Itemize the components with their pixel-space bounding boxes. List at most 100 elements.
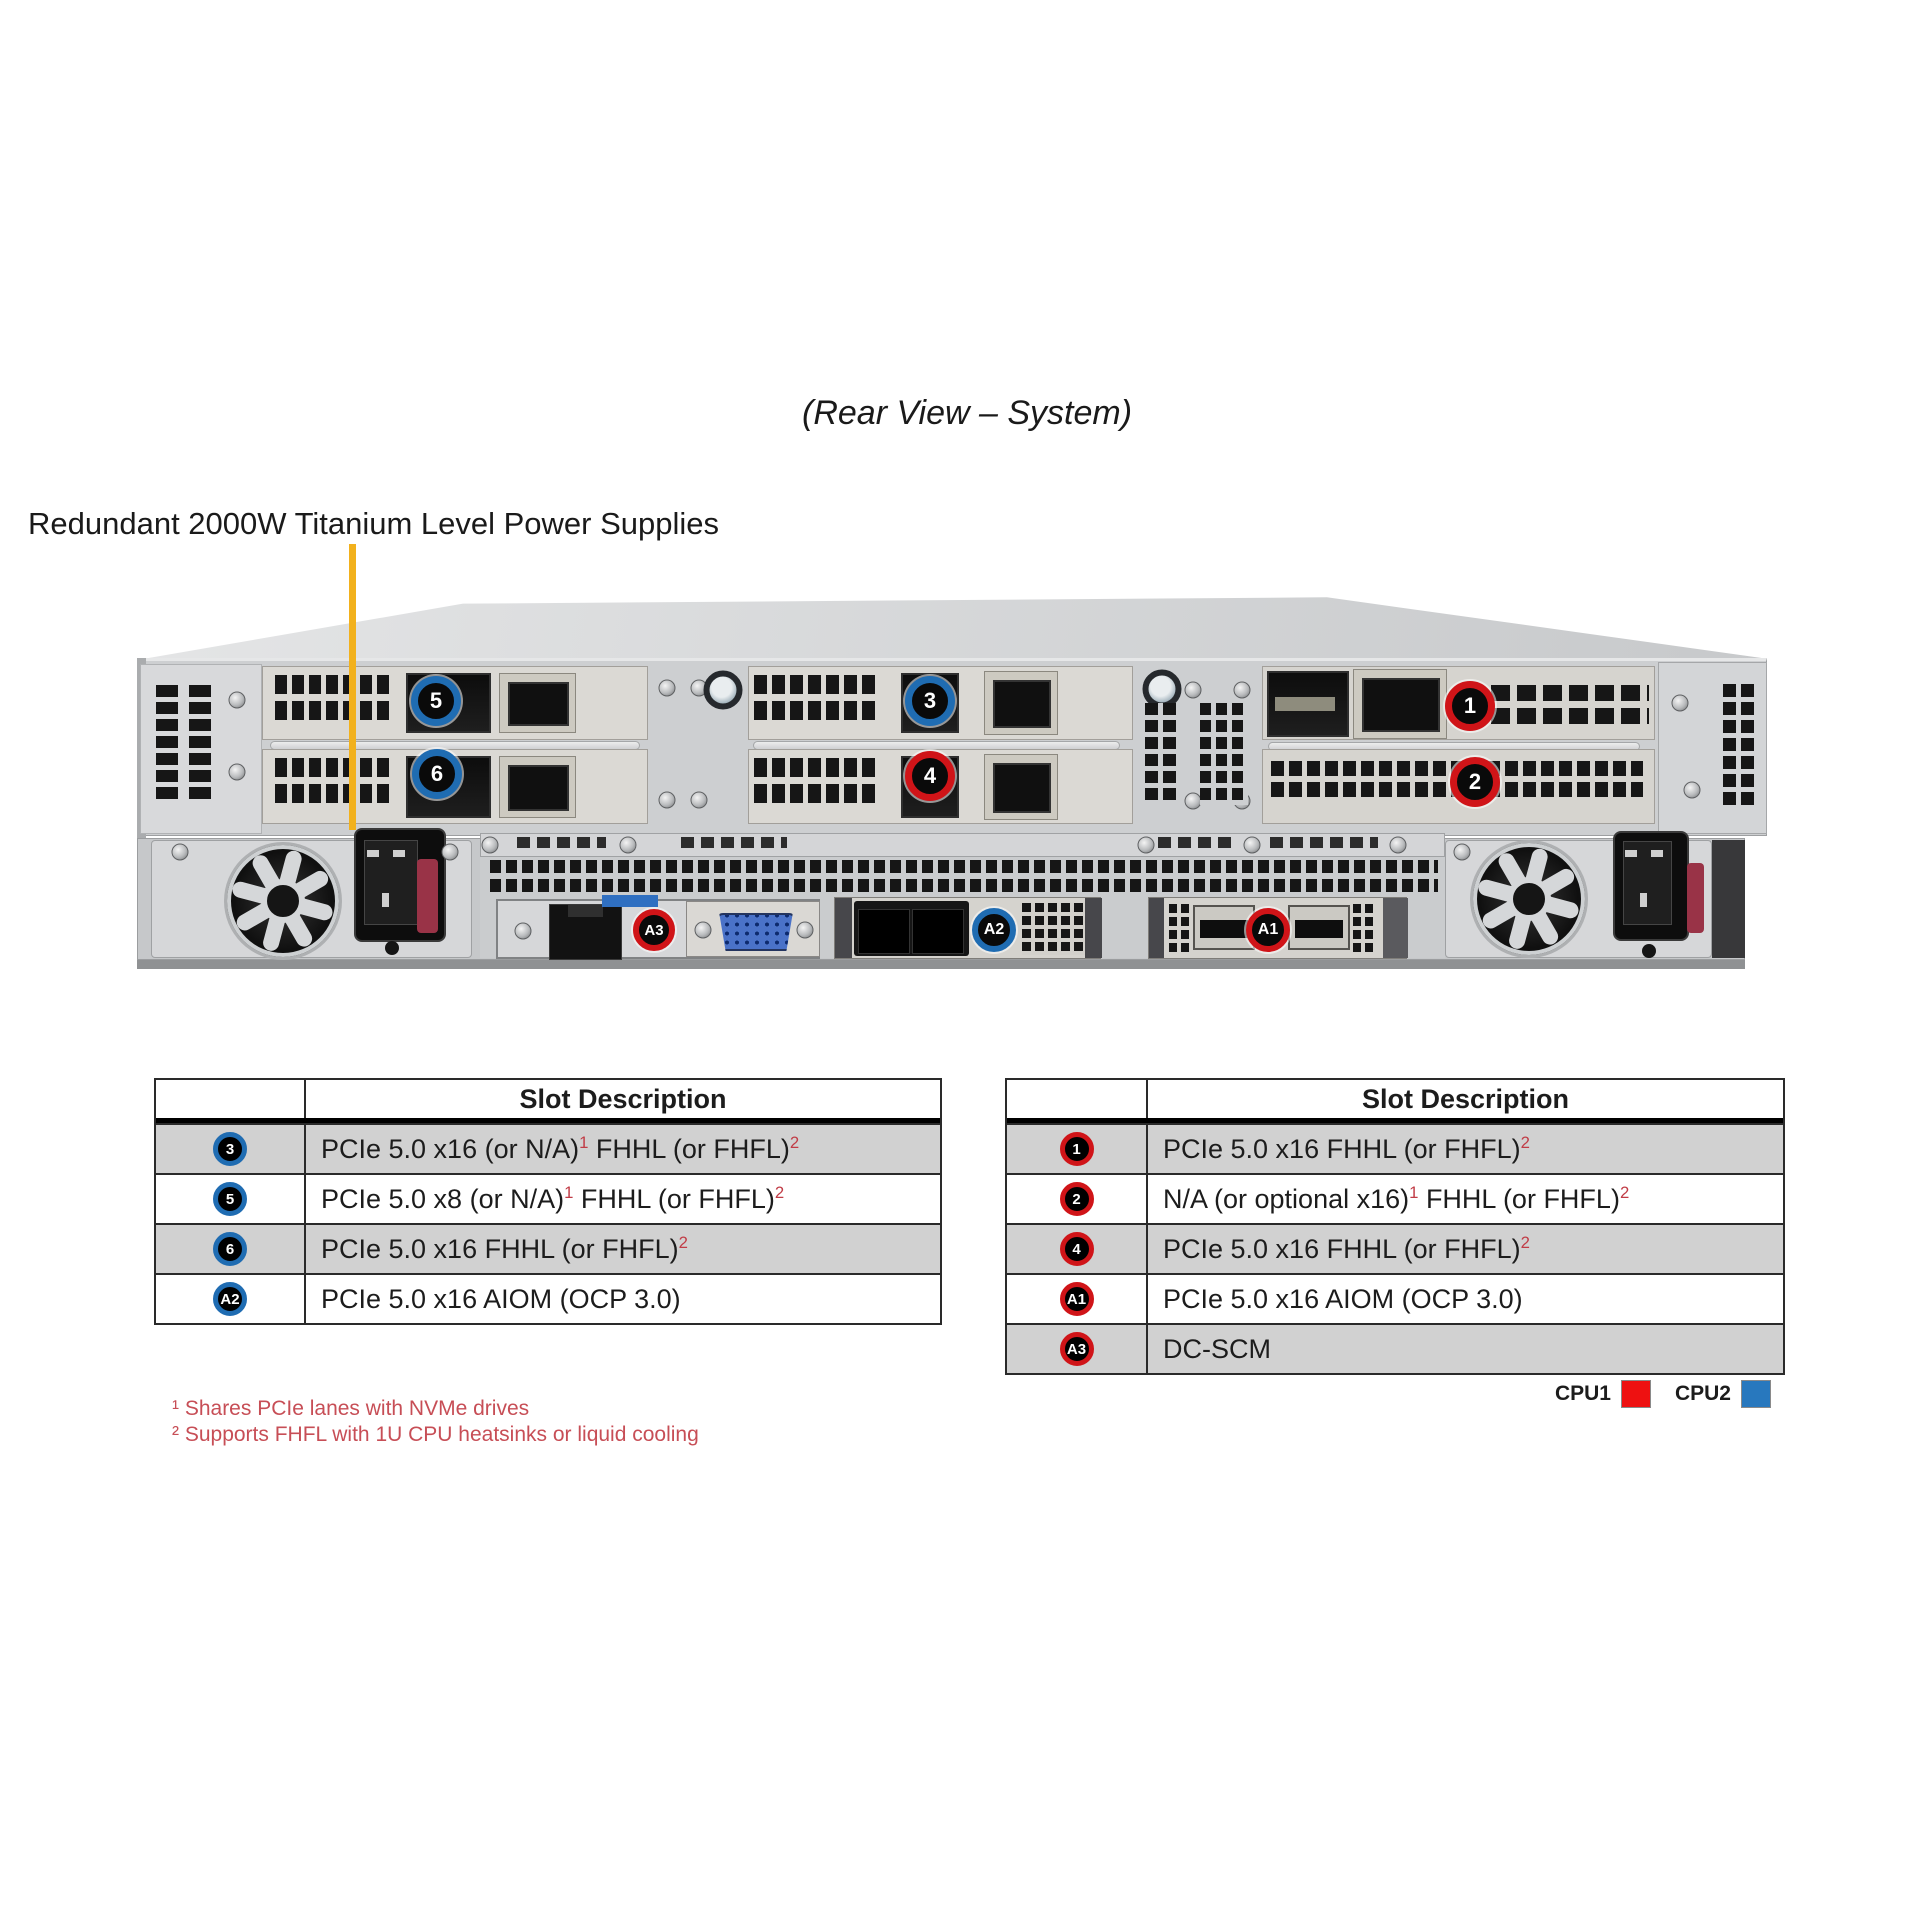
slot4-port2 xyxy=(984,754,1058,820)
slot-badge-cell: A3 xyxy=(1007,1325,1148,1373)
vent-grid xyxy=(754,675,880,727)
slot-badge: A3 xyxy=(1059,1332,1094,1366)
ac-pin xyxy=(393,850,405,857)
slot6-port2 xyxy=(499,756,576,818)
module-bracket xyxy=(1085,898,1102,958)
screw xyxy=(514,922,532,940)
screw xyxy=(171,843,189,861)
perf-grid xyxy=(1169,904,1191,952)
slot-description: PCIe 5.0 x16 AIOM (OCP 3.0) xyxy=(1163,1283,1523,1314)
slot-badge-cell: 6 xyxy=(156,1225,306,1273)
vent-grid xyxy=(275,758,394,810)
callout-2: 2 xyxy=(1450,757,1500,807)
module-bracket xyxy=(835,898,852,958)
callout-1: 1 xyxy=(1445,681,1495,731)
callout-6: 6 xyxy=(412,749,462,799)
slot-badge-cell: 5 xyxy=(156,1175,306,1223)
table-header-label: Slot Description xyxy=(519,1083,727,1114)
vent-grid xyxy=(1491,685,1649,731)
module-handle xyxy=(1383,898,1408,958)
slot-badge: A2 xyxy=(213,1282,247,1316)
dual-rj45-port xyxy=(854,901,969,956)
screw xyxy=(441,843,459,861)
table-row: 2 N/A (or optional x16)1 FHHL (or FHFL)2 xyxy=(1007,1173,1783,1223)
screw xyxy=(1453,843,1471,861)
psu-hole xyxy=(385,941,399,955)
screw xyxy=(658,679,676,697)
psu-release-latch xyxy=(417,859,438,933)
slot-badge: 4 xyxy=(1059,1232,1094,1266)
slot-badge: 2 xyxy=(1059,1182,1094,1216)
footnotes: ¹ Shares PCIe lanes with NVMe drives ² S… xyxy=(172,1396,699,1448)
slot-badge: 6 xyxy=(213,1232,247,1266)
ac-pin xyxy=(1625,850,1637,857)
slot-description: PCIe 5.0 x16 FHHL (or FHFL)2 xyxy=(1163,1233,1530,1264)
screw xyxy=(1671,694,1689,712)
lip-vents xyxy=(1158,837,1237,848)
rj45-port xyxy=(549,904,622,960)
callout-5: 5 xyxy=(411,676,461,726)
slot-badge-cell: 1 xyxy=(1007,1125,1148,1173)
psu-fan-left xyxy=(227,845,339,957)
callout-a1: A1 xyxy=(1246,908,1290,952)
psu-right xyxy=(1445,831,1712,958)
usb-port xyxy=(602,895,658,907)
right-edge-panel xyxy=(1658,662,1767,834)
psu-left xyxy=(151,828,472,958)
screw xyxy=(690,791,708,809)
screw xyxy=(658,791,676,809)
slot5-bracket xyxy=(262,666,648,740)
screw xyxy=(1184,792,1202,810)
module-bracket xyxy=(1149,898,1164,958)
vent-grid xyxy=(1145,703,1181,805)
callout-a2: A2 xyxy=(972,908,1016,952)
table-header: Slot Description xyxy=(156,1080,940,1123)
ac-pin xyxy=(1651,850,1663,857)
legend-swatch-cpu2 xyxy=(1741,1380,1771,1408)
legend-swatch-cpu1 xyxy=(1620,1380,1651,1408)
psu-release-latch xyxy=(1687,863,1704,933)
slot-badge-cell: 4 xyxy=(1007,1225,1148,1273)
screw xyxy=(796,921,814,939)
slot1-port-tongue xyxy=(1275,697,1335,711)
slot4-bracket xyxy=(748,749,1133,824)
footnote-2: ² Supports FHFL with 1U CPU heatsinks or… xyxy=(172,1423,699,1446)
screw xyxy=(1233,681,1251,699)
legend-label-cpu1: CPU1 xyxy=(1554,1382,1611,1405)
screw xyxy=(1389,836,1407,854)
chassis-right-gap xyxy=(1712,840,1745,958)
slot-description: N/A (or optional x16)1 FHHL (or FHFL)2 xyxy=(1163,1183,1630,1214)
slot-badge-cell: A2 xyxy=(156,1275,306,1323)
table-row: 4 PCIe 5.0 x16 FHHL (or FHFL)2 xyxy=(1007,1223,1783,1273)
vent-grid xyxy=(754,758,880,810)
slot-badge-cell: 2 xyxy=(1007,1175,1148,1223)
slot5-port2 xyxy=(499,673,576,733)
vent-grid xyxy=(1200,703,1248,805)
vga-housing xyxy=(686,901,820,957)
screw xyxy=(481,836,499,854)
callout-4: 4 xyxy=(905,751,955,801)
psu-hole xyxy=(1642,944,1656,958)
thumbscrew xyxy=(703,670,743,710)
left-vent-panel xyxy=(140,664,262,834)
screw xyxy=(619,836,637,854)
vent-grid xyxy=(156,685,222,804)
slot-badge: 1 xyxy=(1059,1132,1094,1166)
ac-pin xyxy=(1640,893,1647,907)
vga-port xyxy=(719,913,793,951)
table-header-badge-cell xyxy=(156,1080,306,1118)
server-figure xyxy=(137,596,1767,974)
vent-grid xyxy=(275,675,394,727)
slot-badge: 5 xyxy=(213,1182,247,1216)
lip-vents xyxy=(681,837,787,848)
chassis-bottom-edge xyxy=(137,960,1745,969)
